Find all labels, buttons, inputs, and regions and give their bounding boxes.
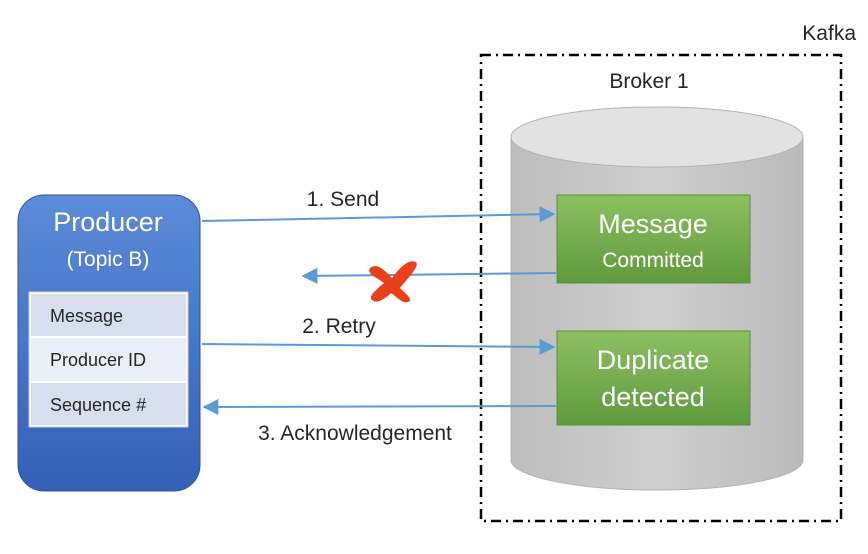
send-arrow — [201, 206, 556, 223]
kafka-boundary — [479, 53, 843, 523]
field-producer-id-row — [31, 338, 186, 381]
retry-label: 2. Retry — [302, 315, 376, 338]
producer-subtitle: (Topic B) — [67, 248, 150, 271]
duplicate-line1: Duplicate — [597, 345, 710, 375]
field-producer-id: Producer ID — [50, 350, 146, 370]
ack-label: 3. Acknowledgement — [258, 422, 452, 445]
field-message-row — [31, 294, 186, 336]
send-label: 1. Send — [307, 188, 379, 211]
committed-line2: Committed — [602, 249, 704, 272]
broker-cylinder — [510, 106, 804, 491]
lost-ack-arrow — [301, 267, 557, 284]
field-message: Message — [50, 306, 123, 326]
x-mark-icon — [369, 261, 417, 303]
producer-title: Producer — [53, 207, 163, 237]
retry-arrow — [201, 338, 556, 355]
field-sequence: Sequence # — [50, 395, 146, 415]
broker-label: Broker 1 — [609, 70, 688, 93]
duplicate-line2: detected — [601, 382, 705, 412]
producer-box: Producer (Topic B) Message Producer ID S… — [17, 194, 201, 492]
message-committed-box: Message Committed — [556, 194, 751, 284]
committed-line1: Message — [598, 209, 708, 239]
kafka-label: Kafka — [802, 22, 856, 45]
duplicate-detected-box: Duplicate detected — [556, 330, 751, 426]
ack-arrow — [202, 398, 557, 415]
field-sequence-row — [31, 383, 186, 425]
